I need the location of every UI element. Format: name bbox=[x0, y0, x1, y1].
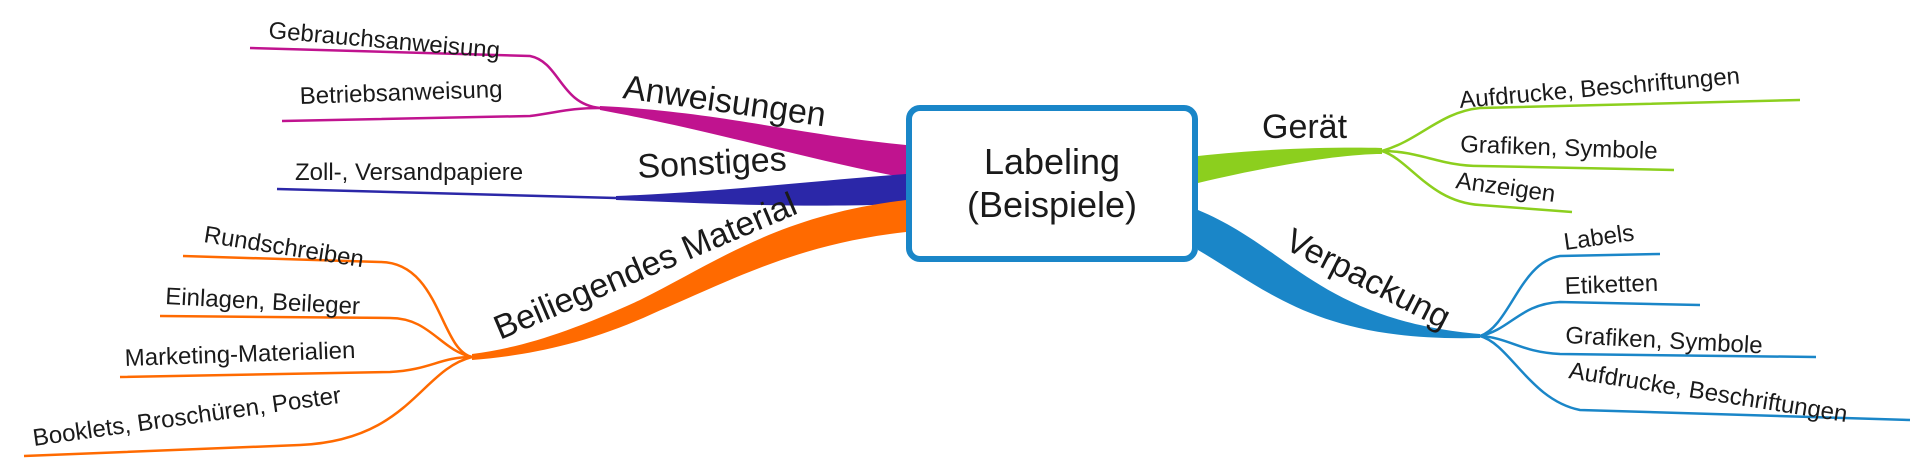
branch-anweisungen: Anweisungen Gebrauchsanweisung Betriebsa… bbox=[249, 17, 906, 178]
connector-marketing bbox=[119, 355, 473, 379]
center-topic-line1: Labeling bbox=[983, 141, 1121, 183]
leaf-labels: Labels bbox=[1562, 219, 1636, 256]
leaf-aufdrucke-beschriftungen-geraet: Aufdrucke, Beschriftungen bbox=[1458, 63, 1741, 114]
branch-geraet: Gerät Aufdrucke, Beschriftungen Grafiken… bbox=[1198, 63, 1801, 214]
leaf-grafiken-symbole-geraet: Grafiken, Symbole bbox=[1460, 131, 1658, 165]
leaf-marketing-materialien: Marketing-Materialien bbox=[124, 337, 356, 372]
connector-grafiken-geraet bbox=[1381, 149, 1675, 172]
leaf-anzeigen: Anzeigen bbox=[1454, 167, 1557, 208]
connector-aufdrucke-geraet bbox=[1381, 98, 1801, 153]
branch-connector-geraet bbox=[1198, 147, 1382, 183]
branch-connector-sonstiges bbox=[616, 174, 906, 206]
leaf-gebrauchsanweisung: Gebrauchsanweisung bbox=[267, 17, 501, 64]
connector-etiketten bbox=[1479, 300, 1701, 338]
branch-label-sonstiges: Sonstiges bbox=[636, 140, 787, 186]
center-topic: Labeling (Beispiele) bbox=[906, 105, 1198, 262]
leaf-betriebsanweisung: Betriebsanweisung bbox=[299, 76, 503, 110]
leaf-rundschreiben: Rundschreiben bbox=[202, 221, 366, 273]
connector-gebrauchsanweisung bbox=[249, 46, 601, 110]
leaf-einlagen-beileger: Einlagen, Beileger bbox=[165, 283, 361, 320]
connector-aufdrucke-verpackung bbox=[1479, 334, 1911, 422]
branch-label-geraet: Gerät bbox=[1262, 108, 1348, 146]
branch-sonstiges: Sonstiges Zoll-, Versandpapiere bbox=[276, 140, 906, 206]
center-topic-line2: (Beispiele) bbox=[966, 183, 1138, 225]
branch-connector-anweisungen bbox=[600, 106, 906, 178]
leaf-aufdrucke-beschriftungen-verpackung: Aufdrucke, Beschriftungen bbox=[1567, 357, 1849, 428]
branch-verpackung: Verpackung Labels Etiketten Grafiken, Sy… bbox=[1198, 210, 1911, 428]
connector-grafiken-verpackung bbox=[1479, 334, 1817, 359]
connector-booklets bbox=[23, 355, 473, 458]
leaf-zoll-versandpapiere: Zoll-, Versandpapiere bbox=[295, 159, 523, 186]
connector-einlagen bbox=[159, 314, 473, 359]
connector-zoll bbox=[276, 187, 617, 200]
branch-beiliegendes: Beiliegendes Material Rundschreiben Einl… bbox=[23, 185, 906, 458]
connector-rundschreiben bbox=[182, 254, 473, 359]
leaf-booklets: Booklets, Broschüren, Poster bbox=[31, 382, 343, 452]
connector-labels bbox=[1479, 252, 1661, 338]
branch-connector-beiliegendes bbox=[472, 200, 906, 360]
leaf-etiketten: Etiketten bbox=[1564, 270, 1658, 300]
connector-betriebsanweisung bbox=[281, 106, 601, 123]
connector-anzeigen bbox=[1381, 149, 1573, 214]
branch-connector-verpackung bbox=[1198, 210, 1480, 339]
